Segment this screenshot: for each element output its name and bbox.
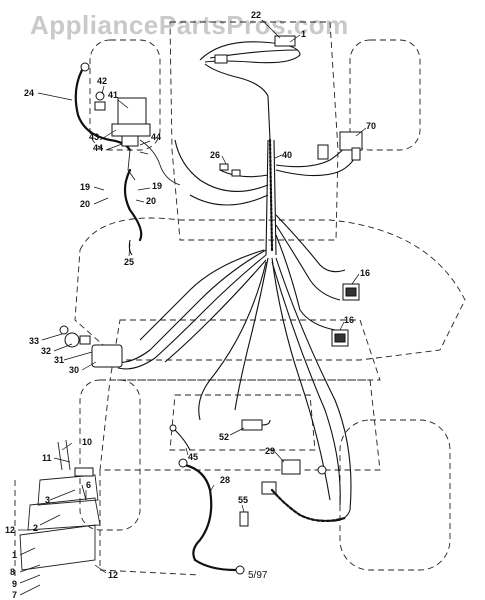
callout-55: 55 — [238, 495, 248, 505]
callout-33: 33 — [29, 336, 39, 346]
callout-12b: 12 — [108, 570, 118, 580]
callout-8: 8 — [10, 567, 15, 577]
callout-31: 31 — [54, 355, 64, 365]
callout-30: 30 — [69, 365, 79, 375]
callout-12a: 12 — [5, 525, 15, 535]
callout-19a: 19 — [80, 182, 90, 192]
callout-44a: 44 — [93, 143, 103, 153]
callout-43: 43 — [89, 132, 99, 142]
connector-22 — [214, 35, 296, 64]
callout-22: 22 — [251, 10, 261, 20]
wire-25 — [123, 168, 143, 256]
solenoid-assembly — [94, 91, 181, 186]
connector-16-lower — [331, 329, 349, 347]
main-harness — [114, 41, 361, 522]
callout-24: 24 — [24, 88, 34, 98]
part-29 — [261, 459, 347, 522]
callouts: 22 1 24 42 41 43 44 44 70 26 40 19 19 20… — [5, 10, 376, 600]
callout-42: 42 — [97, 76, 107, 86]
part-52 — [241, 419, 271, 431]
callout-1: 1 — [301, 29, 306, 39]
part-55 — [239, 511, 249, 527]
callout-41: 41 — [108, 90, 118, 100]
part-45 — [169, 424, 191, 451]
callout-7: 7 — [12, 590, 17, 600]
callout-9: 9 — [12, 579, 17, 589]
callout-19b: 19 — [152, 181, 162, 191]
callout-1b: 1 — [12, 550, 17, 560]
watermark: AppliancePartsPros.com — [30, 10, 349, 40]
callout-32: 32 — [41, 346, 51, 356]
callout-44b: 44 — [151, 132, 161, 142]
callout-11: 11 — [42, 453, 52, 463]
wire-28 — [178, 458, 245, 575]
callout-3: 3 — [45, 495, 50, 505]
callout-16a: 16 — [360, 268, 370, 278]
callout-70: 70 — [366, 121, 376, 131]
callout-28: 28 — [220, 475, 230, 485]
tractor-outline — [74, 21, 466, 576]
callout-40: 40 — [282, 150, 292, 160]
callout-6: 6 — [86, 480, 91, 490]
connector-26 — [219, 163, 241, 177]
callout-16b: 16 — [344, 315, 354, 325]
seat-bracket — [14, 439, 101, 580]
callout-10: 10 — [82, 437, 92, 447]
connector-70 — [317, 131, 363, 161]
callout-20a: 20 — [80, 199, 90, 209]
connector-16-upper — [342, 283, 360, 301]
callout-2: 2 — [33, 523, 38, 533]
leader-lines — [18, 19, 367, 596]
callout-25: 25 — [124, 257, 134, 267]
ignition-switch — [59, 325, 123, 368]
callout-52: 52 — [219, 432, 229, 442]
callout-29: 29 — [265, 446, 275, 456]
date-code: 5/97 — [248, 570, 268, 581]
callout-20b: 20 — [146, 196, 156, 206]
callout-26: 26 — [210, 150, 220, 160]
callout-45: 45 — [188, 452, 198, 462]
